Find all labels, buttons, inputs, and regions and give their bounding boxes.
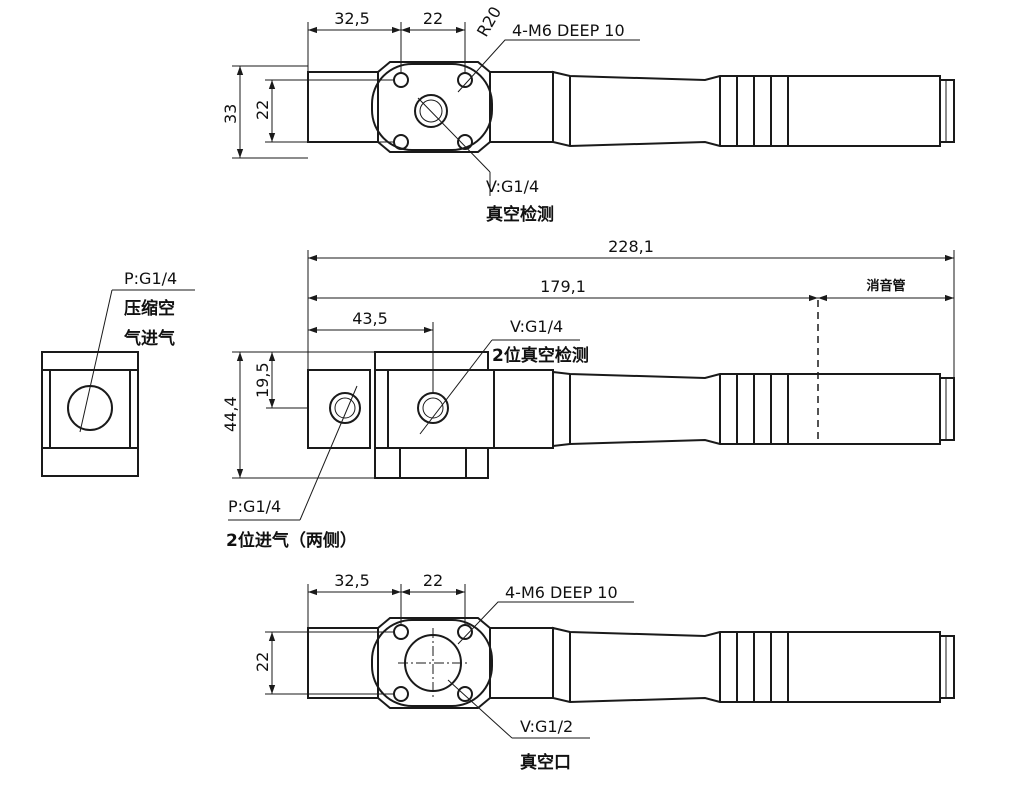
vacuum-check-port-inner [419,99,443,123]
vacuum-check-port [414,94,448,128]
front-dim-total-height: 44,4 [221,396,240,432]
top-port-desc: 真空检测 [486,204,554,225]
side-port-p-desc-line2: 气进气 [123,328,175,349]
top-view-flange [371,63,493,151]
front-port-v-inner [422,397,444,419]
front-port-v-desc: 2位真空检测 [492,345,589,366]
front-port-p-leader [299,385,358,521]
mounting-hole [393,72,409,88]
front-tube [552,370,941,448]
top-view-tube [552,70,941,148]
bottom-dim-width-a: 32,5 [334,571,370,590]
side-view-body [41,351,139,477]
top-port-label: V:G1/4 [486,177,539,196]
thread-callout-leader [457,601,634,645]
side-port-leader [79,289,113,433]
top-dim-width-b: 22 [423,9,443,28]
mounting-hole [393,134,409,150]
port-leader [447,679,513,739]
bottom-dim-width-b: 22 [423,571,443,590]
mounting-hole [457,134,473,150]
front-dim-port-height: 19,5 [253,362,272,398]
bottom-dim-height: 22 [253,652,272,672]
compressed-air-port [67,385,113,431]
front-port-p [329,392,361,424]
front-port-p-inner [334,397,356,419]
bottom-port-desc: 真空口 [520,752,571,773]
mounting-hole [457,686,473,702]
front-port-v-leader [419,339,493,435]
side-port-p-label: P:G1/4 [124,269,177,288]
top-view: 32,5 22 R20 4-M6 DEEP 10 33 22 V:G1/4 真空… [221,3,955,225]
bottom-thread-callout: 4-M6 DEEP 10 [505,583,618,602]
front-dim-total-length: 228,1 [608,237,654,256]
front-port-v [417,392,449,424]
bottom-view-tube [552,626,941,704]
port-leader [417,97,491,173]
mounting-hole [393,624,409,640]
tube-end-cap [939,377,955,441]
mounting-hole [393,686,409,702]
top-view-body-outline [307,61,554,153]
front-silencer-label: 消音管 [866,278,905,294]
top-thread-callout: 4-M6 DEEP 10 [512,21,625,40]
front-left-block [307,369,371,449]
top-dim-height-outer: 33 [221,104,240,124]
front-dim-length-to-silencer: 179,1 [540,277,586,296]
top-dim-radius: R20 [473,3,505,40]
thread-callout-leader [457,39,640,93]
bottom-port-label: V:G1/2 [520,717,573,736]
front-port-p-label: P:G1/4 [228,497,281,516]
front-port-v-label: V:G1/4 [510,317,563,336]
tube-end-cap [939,635,955,699]
side-port-p-desc-line1: 压缩空 [124,298,175,319]
bottom-view: 32,5 22 4-M6 DEEP 10 22 V:G1/2 真空口 [253,571,955,773]
front-right-block [493,369,554,449]
side-view: P:G1/4 压缩空 气进气 [41,269,195,477]
top-dim-height-inner: 22 [253,100,272,120]
tube-end-cap [939,79,955,143]
bottom-view-flange [371,619,493,707]
front-view: 228,1 179,1 消音管 43,5 44,4 19,5 V:G1/4 2位… [221,237,955,551]
front-dim-port-spacing: 43,5 [352,309,388,328]
top-dim-width-a: 32,5 [334,9,370,28]
front-port-p-desc: 2位进气（两侧） [226,530,357,551]
